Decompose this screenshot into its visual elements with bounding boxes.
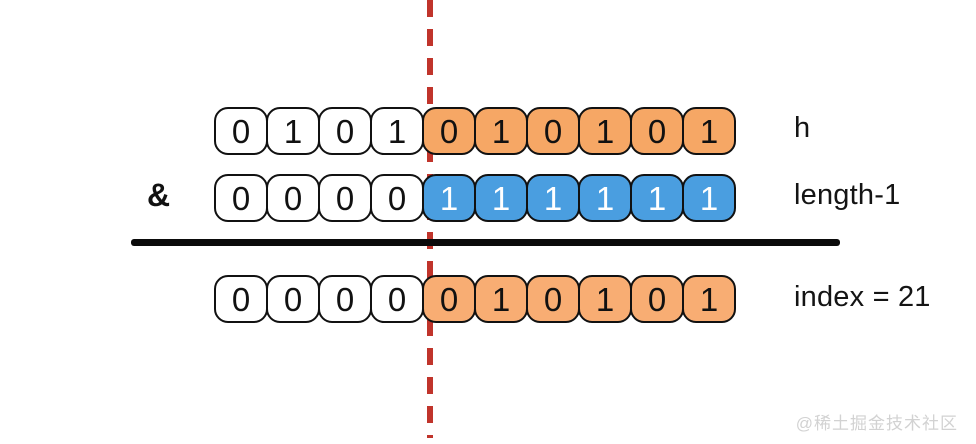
- bit-cell: 0: [422, 107, 476, 155]
- bit-cell: 0: [266, 174, 320, 222]
- bit-cell: 1: [526, 174, 580, 222]
- bit-cell: 0: [318, 174, 372, 222]
- bit-cell: 1: [474, 107, 528, 155]
- bit-cell: 1: [474, 174, 528, 222]
- bit-cell: 0: [526, 275, 580, 323]
- bit-cell: 0: [318, 275, 372, 323]
- summation-rule: [131, 239, 840, 246]
- bit-cell: 1: [422, 174, 476, 222]
- and-operator-symbol: &: [147, 177, 171, 213]
- bit-cell: 0: [630, 275, 684, 323]
- bit-cell: 1: [578, 275, 632, 323]
- bit-cell: 1: [266, 107, 320, 155]
- row-label-result: index = 21: [794, 281, 931, 313]
- bit-cell: 1: [474, 275, 528, 323]
- bit-cell: 0: [630, 107, 684, 155]
- row-label-h: h: [794, 112, 811, 144]
- bit-cell: 0: [266, 275, 320, 323]
- bit-cell: 1: [578, 107, 632, 155]
- bit-cell: 1: [578, 174, 632, 222]
- bit-cell: 1: [682, 275, 736, 323]
- bit-cell: 0: [214, 275, 268, 323]
- bit-cell: 1: [630, 174, 684, 222]
- bit-cell: 0: [370, 174, 424, 222]
- bit-cell: 0: [370, 275, 424, 323]
- bit-cell: 0: [526, 107, 580, 155]
- bit-cell: 0: [318, 107, 372, 155]
- bit-cell: 1: [682, 107, 736, 155]
- bit-cell: 0: [214, 107, 268, 155]
- bit-cell: 1: [682, 174, 736, 222]
- bit-cell: 1: [370, 107, 424, 155]
- watermark-text: @稀土掘金技术社区: [795, 414, 958, 433]
- row-label-mask: length-1: [794, 179, 901, 211]
- bit-cell: 0: [214, 174, 268, 222]
- bit-cell: 0: [422, 275, 476, 323]
